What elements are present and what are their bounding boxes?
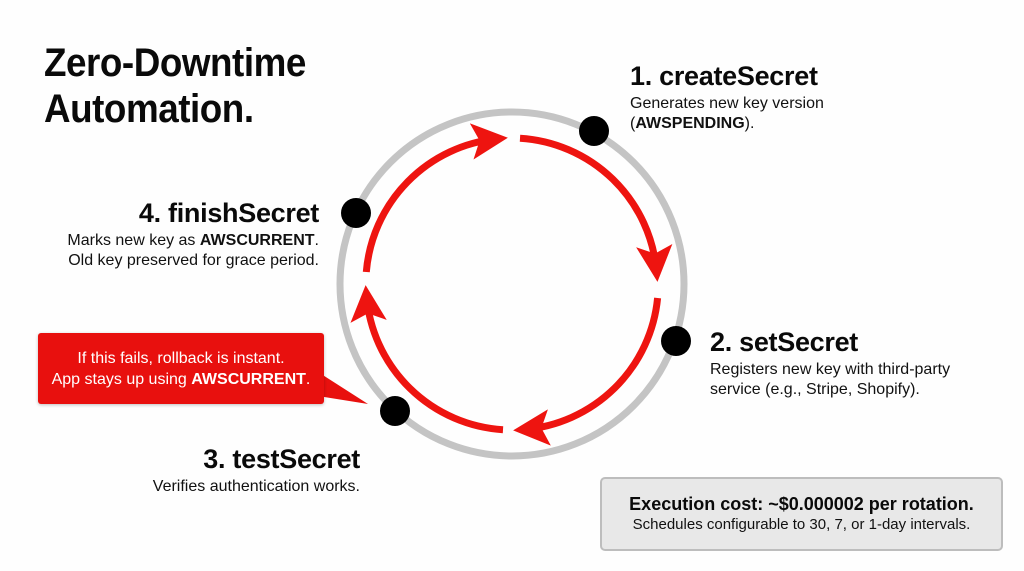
gray-ring [336,108,688,460]
cost-headline: Execution cost: ~$0.000002 per rotation. [629,494,974,514]
desc-line-2: Old key preserved for grace period. [68,252,319,269]
desc-line-2: service (e.g., Stripe, Shopify). [710,381,920,398]
version-stage-label: AWSCURRENT [199,232,315,249]
arrow-test-to-finish-icon [350,285,504,434]
step-description: Marks new key as AWSCURRENT. Old key pre… [67,231,319,271]
step-description: Verifies authentication works. [152,478,360,495]
step-description: Registers new key with third-party servi… [710,360,950,400]
version-stage-label: AWSCURRENT [191,370,306,388]
step-heading: 3. testSecret [203,444,360,474]
callout-line-2: App stays up using AWSCURRENT. [38,369,324,390]
step-heading: 4. finishSecret [138,198,319,228]
callout-line-1: If this fails, rollback is instant. [77,349,285,367]
node-test-secret-icon [380,396,410,426]
arrow-set-to-test-icon [513,297,662,446]
rollback-callout: If this fails, rollback is instant. App … [38,333,324,404]
step-finish-secret: 4. finishSecret Marks new key as AWSCURR… [67,197,319,271]
desc-text: . [314,232,319,249]
step-heading: 1. createSecret [630,61,818,91]
title-line-2: Automation. [44,87,254,131]
desc-text: Marks new key as [67,232,200,249]
step-test-secret: 3. testSecret Verifies authentication wo… [152,443,361,497]
callout-text: . [305,370,311,388]
step-create-secret: 1. createSecret Generates new key versio… [630,60,850,134]
step-set-secret: 2. setSecret Registers new key with thir… [710,326,950,400]
node-set-secret-icon [661,326,691,356]
execution-cost-box: Execution cost: ~$0.000002 per rotation.… [600,477,1003,551]
step-heading: 2. setSecret [710,327,858,357]
arrow-finish-to-create-icon [362,123,508,273]
callout-pointer-icon [318,372,368,404]
page-title: Zero-Downtime Automation. [44,40,306,132]
version-stage-label: AWSPENDING [635,115,745,132]
desc-line-1: Registers new key with third-party [710,361,951,378]
schedule-note: Schedules configurable to 30, 7, or 1-da… [632,516,971,533]
desc-text: Generates new key version ( [630,95,824,132]
arrow-create-to-set-icon [519,134,673,282]
step-description: Generates new key version (AWSPENDING). [630,94,850,134]
title-line-1: Zero-Downtime [44,41,306,85]
node-finish-secret-icon [341,198,371,228]
desc-text: ). [744,115,755,132]
callout-text: App stays up using [51,370,192,388]
node-create-secret-icon [579,116,609,146]
